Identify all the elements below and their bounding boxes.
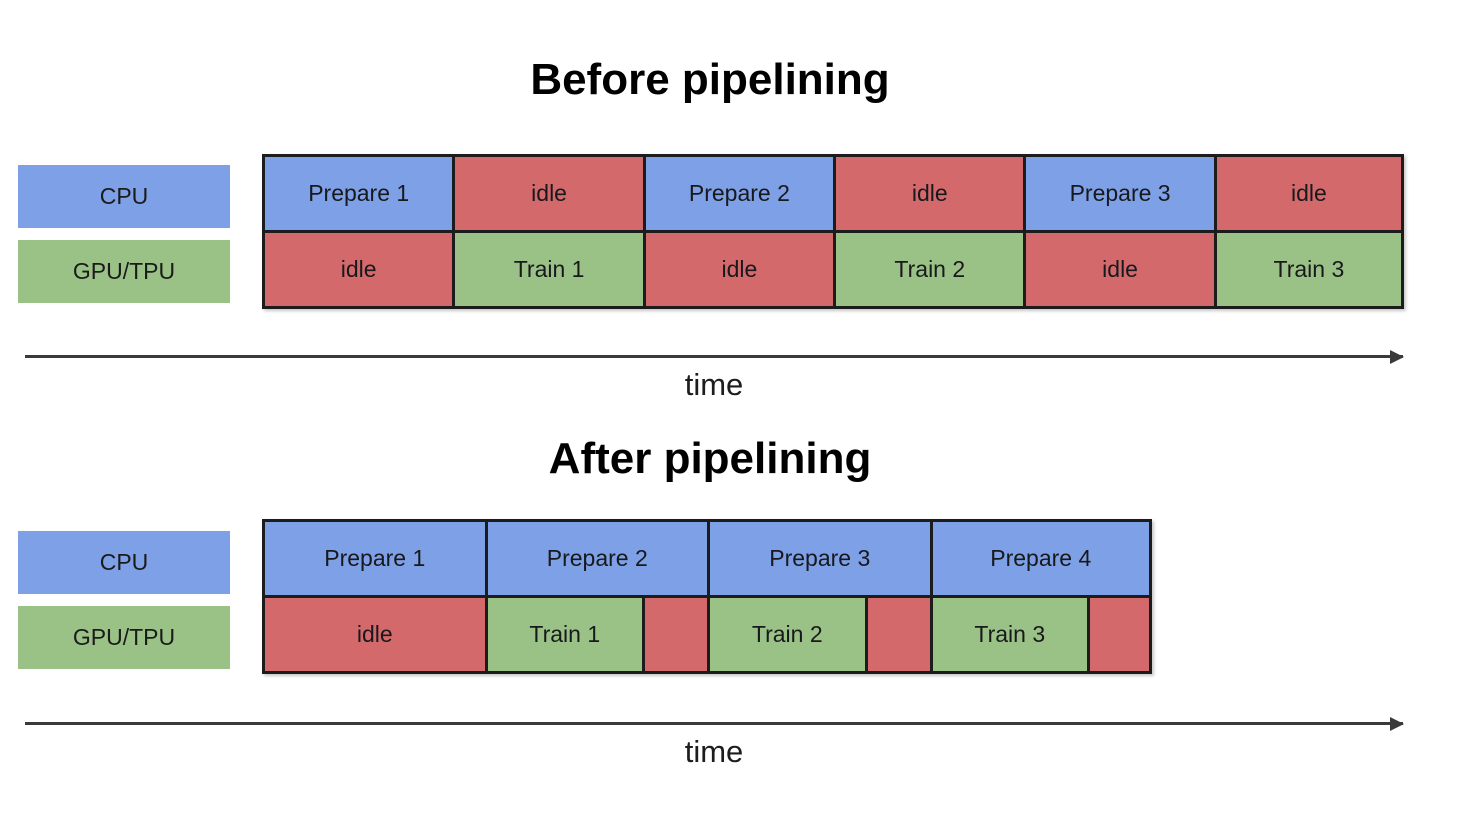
gantt-cell-gpu-gap-3-after[interactable] (1090, 598, 1149, 671)
gantt-row-cpu-before: Prepare 1 idle Prepare 2 idle Prepare 3 … (265, 157, 1401, 233)
gantt-chart-before: Prepare 1 idle Prepare 2 idle Prepare 3 … (262, 154, 1404, 309)
gantt-cell-prepare-2-after[interactable]: Prepare 2 (487, 522, 710, 595)
arrow-right-icon (1390, 717, 1404, 731)
legend-swatch-cpu-after: CPU (18, 531, 230, 594)
gantt-cell-gpu-idle-3[interactable]: idle (1026, 233, 1217, 306)
gantt-cell-prepare-4-after[interactable]: Prepare 4 (932, 522, 1149, 595)
gantt-cell-gpu-idle-1-after[interactable]: idle (265, 598, 488, 671)
legend-label-cpu-after: CPU (99, 549, 149, 575)
legend-label-cpu-before: CPU (99, 183, 149, 209)
gantt-cell-gpu-gap-2-after[interactable] (867, 598, 933, 671)
legend-swatch-cpu-before: CPU (18, 165, 230, 228)
gantt-cell-prepare-2[interactable]: Prepare 2 (645, 157, 837, 230)
time-axis-after: time (25, 717, 1404, 769)
gantt-cell-train-1-after[interactable]: Train 1 (487, 598, 645, 671)
legend-label-gpu-before: GPU/TPU (72, 258, 176, 284)
gantt-cell-cpu-idle-1[interactable]: idle (455, 157, 646, 230)
section-title-after: After pipelining (548, 434, 872, 483)
gantt-cell-gpu-idle-1[interactable]: idle (265, 233, 456, 306)
legend-swatch-gpu-before: GPU/TPU (18, 240, 230, 303)
gantt-cell-prepare-3[interactable]: Prepare 3 (1026, 157, 1217, 230)
arrow-right-icon (1390, 350, 1404, 364)
gantt-cell-train-3[interactable]: Train 3 (1216, 233, 1401, 306)
gantt-row-gpu-before: idle Train 1 idle Train 2 idle Train 3 (265, 233, 1401, 306)
gantt-cell-train-2-after[interactable]: Train 2 (710, 598, 868, 671)
gantt-cell-gpu-gap-1-after[interactable] (645, 598, 710, 671)
gantt-cell-train-1[interactable]: Train 1 (455, 233, 646, 306)
gantt-chart-after: Prepare 1 Prepare 2 Prepare 3 Prepare 4 … (262, 519, 1152, 674)
gantt-row-gpu-after: idle Train 1 Train 2 Train 3 (265, 598, 1149, 671)
gantt-cell-train-3-after[interactable]: Train 3 (932, 598, 1090, 671)
gantt-cell-train-2[interactable]: Train 2 (836, 233, 1027, 306)
gantt-cell-prepare-1[interactable]: Prepare 1 (265, 157, 456, 230)
legend-label-gpu-after: GPU/TPU (72, 624, 176, 650)
time-axis-line-before (25, 355, 1403, 358)
gantt-row-cpu-after: Prepare 1 Prepare 2 Prepare 3 Prepare 4 (265, 522, 1149, 598)
time-axis-label-after: time (684, 734, 744, 769)
time-axis-label-before: time (684, 367, 744, 402)
section-title-before: Before pipelining (530, 55, 890, 104)
gantt-cell-prepare-1-after[interactable]: Prepare 1 (265, 522, 488, 595)
gantt-cell-gpu-idle-2[interactable]: idle (645, 233, 837, 306)
gantt-cell-prepare-3-after[interactable]: Prepare 3 (710, 522, 933, 595)
gantt-cell-cpu-idle-2[interactable]: idle (836, 157, 1027, 230)
gantt-cell-cpu-idle-3[interactable]: idle (1216, 157, 1401, 230)
legend-swatch-gpu-after: GPU/TPU (18, 606, 230, 669)
time-axis-line-after (25, 722, 1403, 725)
time-axis-before: time (25, 350, 1404, 402)
